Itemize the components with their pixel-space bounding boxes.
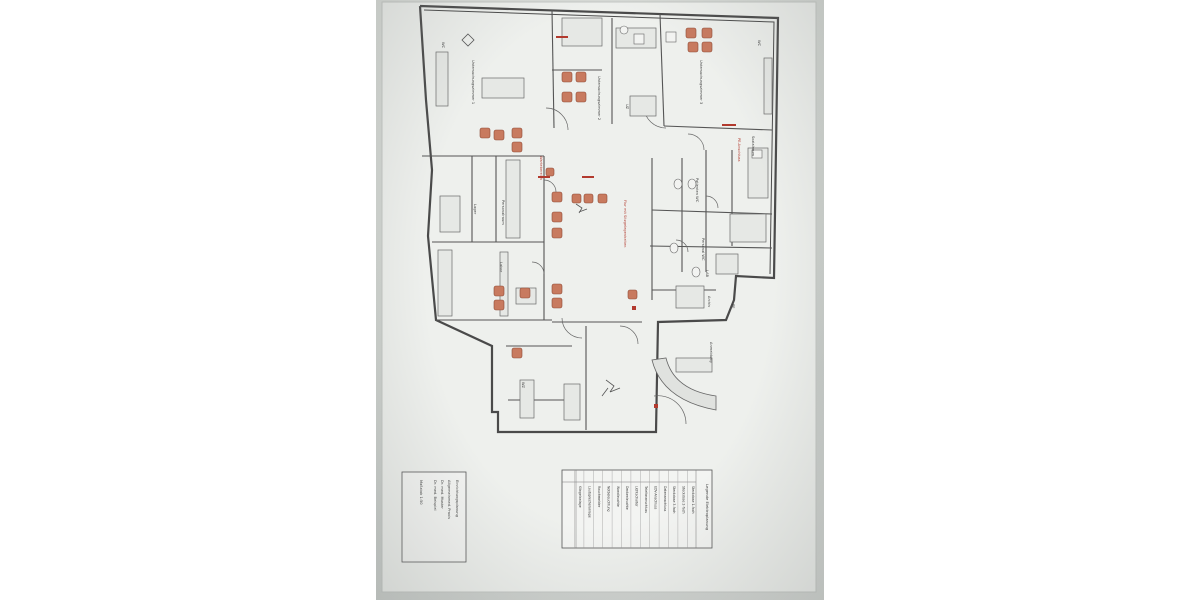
sanitary-fixtures: [619, 25, 763, 278]
room-label-wc-top: WC: [441, 42, 445, 49]
room-label-untersuchung-3: Untersuchungszimmer 3: [699, 60, 703, 104]
room-label-sozialraum: Sozialraum: [751, 136, 755, 157]
outer-walls: [418, 4, 780, 434]
furniture: [435, 17, 773, 421]
legend-row-2: Steckdose 3-fach: [672, 486, 676, 513]
legend-row-9: Notbeleuchtung: [606, 486, 610, 512]
room-label-archiv: Archiv: [707, 296, 711, 308]
waiting-area-label: Wartebereich: [539, 156, 543, 180]
legend-row-8: Wandleuchte: [616, 486, 620, 507]
legend-row-1: Steckdose 2-fach: [682, 486, 686, 513]
title-line-2: Allgemeinmed. Praxis: [447, 480, 451, 519]
room-label-personal: Personalraum: [501, 200, 505, 225]
title-line-4: Dr. med. Beispiel: [433, 480, 437, 511]
room-label-untersuchung-1: Untersuchungszimmer 1: [471, 60, 475, 104]
room-labels: WC Untersuchungszimmer 1 Untersuchungszi…: [441, 40, 761, 389]
photo-of-screen: WC Untersuchungszimmer 1 Untersuchungszi…: [376, 0, 824, 600]
room-label-pe: PE: [731, 304, 735, 309]
room-label-wc-right: WC: [757, 40, 761, 47]
corridor-label: Flur mit Sitzgelegenheiten: [623, 200, 627, 247]
room-label-patienten-wc: Patienten WC: [695, 178, 699, 203]
electrical-marks: [538, 36, 736, 408]
room-label-lager: Lager: [473, 204, 477, 215]
room-label-labor: Labor: [499, 262, 503, 273]
legend-row-12: Klingelanlage: [578, 486, 582, 508]
legend-row-7: Deckenleuchte: [625, 486, 629, 510]
legend-row-10: Rauchmelder: [597, 486, 601, 508]
room-label-personal-wc: Personal WC: [701, 238, 705, 261]
floor-plan-sheet: WC Untersuchungszimmer 1 Untersuchungszi…: [381, 1, 817, 593]
legend-row-0: Steckdose 1-fach: [691, 486, 695, 513]
title-line-5: Maßstab 1:50: [419, 480, 423, 505]
pe-label: PE-Anschluss: [737, 138, 741, 162]
title-line-3: Dr. med. Muster: [440, 480, 444, 509]
title-line-1: Einrichtungsplanung: [455, 480, 459, 517]
legend-row-6: Lichtschalter: [635, 486, 639, 507]
room-label-anmeldung: Anmeldung: [709, 342, 713, 363]
room-label-lab: LAB: [705, 270, 709, 278]
legend-title: Legende Elektroplanung: [705, 484, 710, 531]
legend-row-5: Telefonanschluss: [644, 485, 648, 513]
legend-row-3: Datenanschluss: [663, 486, 667, 512]
legend-row-4: EDV-Anschluss: [653, 486, 657, 510]
title-block: Einrichtungsplanung Allgemeinmed. Praxis…: [401, 471, 467, 563]
legend-table: Legende Elektroplanung Steckdose 1-fach S…: [561, 469, 713, 549]
plants: [461, 33, 621, 397]
room-label-untersuchung-2: Untersuchungszimmer 2: [597, 76, 601, 120]
chairs: [479, 27, 713, 359]
room-label-uz: UZ: [625, 104, 629, 110]
reception-desk: [651, 357, 717, 411]
legend-row-11: Lautsprecheranlage: [588, 486, 592, 518]
room-label-wz: WZ: [521, 382, 525, 389]
